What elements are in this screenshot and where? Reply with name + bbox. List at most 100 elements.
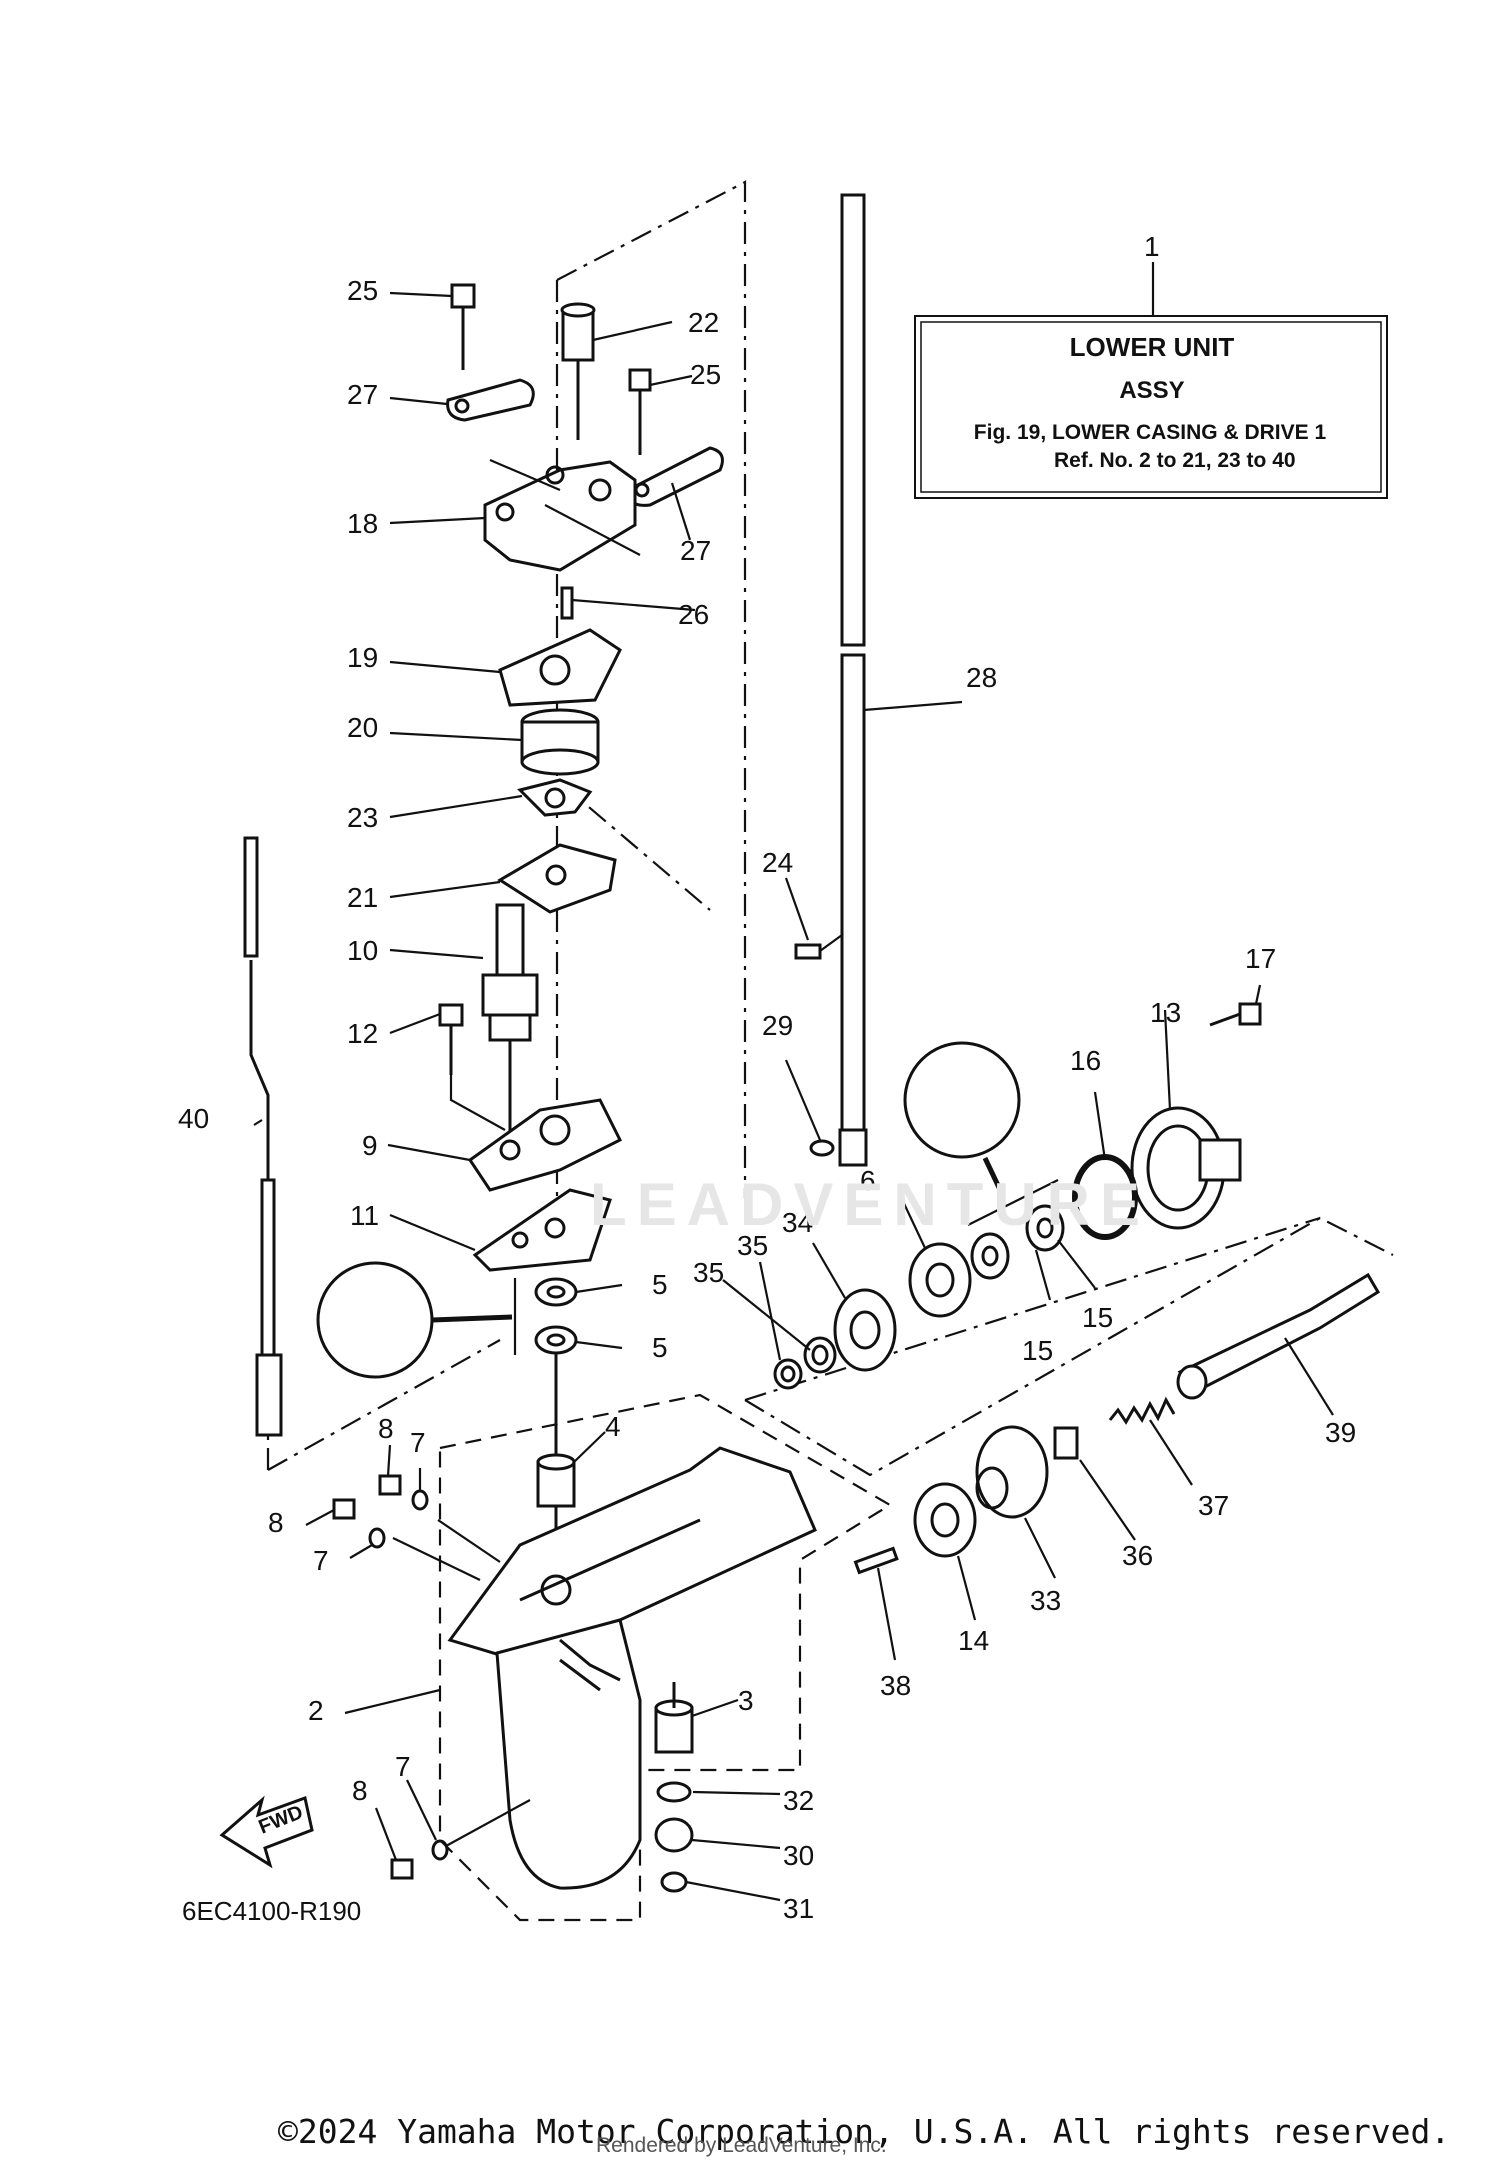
diagram-code: 6EC4100-R190 bbox=[182, 1896, 362, 1926]
part-gasket-19 bbox=[498, 628, 622, 707]
part-insert-cartridge-20 bbox=[520, 708, 600, 776]
part-shim-35a bbox=[803, 1336, 837, 1374]
callout-35-right: 35 bbox=[737, 1230, 768, 1261]
part-plug-8-mid bbox=[332, 1498, 356, 1520]
part-pin-24 bbox=[794, 934, 843, 960]
part-bushing-5b bbox=[534, 1325, 578, 1460]
part-propeller-shaft-39 bbox=[1176, 1272, 1381, 1400]
callout-13: 13 bbox=[1150, 997, 1181, 1028]
callout-18: 18 bbox=[347, 508, 378, 539]
part-circlip-31 bbox=[660, 1871, 688, 1893]
callout-7-mid: 7 bbox=[313, 1545, 329, 1576]
callout-17: 17 bbox=[1245, 943, 1276, 974]
part-gasket-11 bbox=[472, 1188, 612, 1272]
part-woodruff-29 bbox=[809, 1139, 835, 1157]
callout-15-left: 15 bbox=[1022, 1335, 1053, 1366]
callout-39: 39 bbox=[1325, 1417, 1356, 1448]
part-bushing-15a bbox=[1025, 1204, 1065, 1252]
callout-30: 30 bbox=[783, 1840, 814, 1871]
part-bushing-5a bbox=[534, 1277, 578, 1307]
part-bolt-25-left bbox=[450, 283, 476, 370]
part-gasket-7-lower bbox=[431, 1839, 449, 1861]
callout-3: 3 bbox=[738, 1685, 754, 1716]
callout-5-lower: 5 bbox=[652, 1332, 668, 1363]
part-pump-case-18 bbox=[483, 458, 641, 572]
callout-8-upper: 8 bbox=[378, 1413, 394, 1444]
callout-25-left: 25 bbox=[347, 275, 378, 306]
callout-24: 24 bbox=[762, 847, 793, 878]
part-plug-8-upper bbox=[378, 1474, 402, 1496]
watermark-text: LEADVENTURE bbox=[590, 1171, 1151, 1238]
part-bushing-detail-callout bbox=[316, 1261, 517, 1379]
assembly-reference-box: 1 LOWER UNIT ASSY Fig. 19, LOWER CASING … bbox=[914, 231, 1388, 499]
callout-11: 11 bbox=[350, 1200, 379, 1231]
callout-14: 14 bbox=[958, 1625, 989, 1656]
part-pinion-gear-34 bbox=[833, 1288, 897, 1372]
part-bearing-6 bbox=[908, 1242, 972, 1318]
part-gasket-7-mid bbox=[368, 1527, 386, 1549]
assembly-ref-range: Ref. No. 2 to 21, 23 to 40 bbox=[1054, 449, 1296, 472]
part-pin-26 bbox=[560, 586, 574, 620]
callout-12: 12 bbox=[347, 1018, 378, 1049]
part-collar-22 bbox=[560, 302, 596, 440]
part-bolt-12 bbox=[438, 1003, 506, 1131]
callout-38: 38 bbox=[880, 1670, 911, 1701]
callout-28: 28 bbox=[966, 662, 997, 693]
part-impeller-23 bbox=[517, 778, 593, 817]
part-pin-38 bbox=[853, 1546, 899, 1575]
part-bearing-housing-13 bbox=[1130, 1106, 1242, 1230]
callout-2: 2 bbox=[308, 1695, 324, 1726]
callout-27-right: 27 bbox=[680, 535, 711, 566]
callout-26: 26 bbox=[678, 599, 709, 630]
callout-20: 20 bbox=[347, 712, 378, 743]
assembly-subtitle: ASSY bbox=[1119, 377, 1184, 404]
callout-35-left: 35 bbox=[693, 1257, 724, 1288]
callout-32: 32 bbox=[783, 1785, 814, 1816]
callout-7-lower: 7 bbox=[395, 1751, 411, 1782]
callout-25-right: 25 bbox=[690, 359, 721, 390]
part-housing-9 bbox=[467, 1098, 623, 1192]
callout-15-right: 15 bbox=[1082, 1302, 1113, 1333]
part-lower-casing-2 bbox=[447, 1446, 817, 1890]
part-drive-shaft-28 bbox=[838, 193, 868, 1167]
part-shift-rod-40 bbox=[243, 836, 283, 1437]
part-water-tube-10 bbox=[481, 903, 539, 1145]
assembly-title: LOWER UNIT bbox=[1070, 332, 1235, 362]
callout-31: 31 bbox=[783, 1893, 814, 1924]
rendered-by-notice: Rendered by LeadVenture, Inc. bbox=[596, 2134, 887, 2157]
callout-10: 10 bbox=[347, 935, 378, 966]
part-shim-35b bbox=[773, 1358, 803, 1390]
assembly-figure-ref: Fig. 19, LOWER CASING & DRIVE 1 bbox=[974, 421, 1327, 444]
part-bearing-detail-callout bbox=[903, 1041, 1059, 1226]
copyright-notice: ©2024 Yamaha Motor Corporation, U.S.A. A… bbox=[278, 2112, 1451, 2151]
part-washer-32 bbox=[656, 1781, 692, 1803]
part-spring-37 bbox=[1108, 1396, 1176, 1425]
part-bearing-14 bbox=[913, 1482, 977, 1558]
part-outer-plate-21 bbox=[497, 843, 617, 914]
part-clutch-36 bbox=[1053, 1426, 1079, 1460]
part-bolt-17 bbox=[1209, 1002, 1262, 1027]
callout-8-mid: 8 bbox=[268, 1507, 284, 1538]
callout-21: 21 bbox=[347, 882, 378, 913]
fwd-direction-arrow: FWD bbox=[219, 1795, 314, 1869]
callout-19: 19 bbox=[347, 642, 378, 673]
part-bushing-3 bbox=[654, 1682, 694, 1754]
part-plate-27-left bbox=[446, 378, 535, 422]
callout-23: 23 bbox=[347, 802, 378, 833]
callout-6: 6 bbox=[860, 1165, 876, 1196]
callout-33: 33 bbox=[1030, 1585, 1061, 1616]
leader-lines bbox=[253, 291, 1334, 1902]
callout-7-upper: 7 bbox=[410, 1427, 426, 1458]
callout-34: 34 bbox=[782, 1207, 813, 1238]
callout-36: 36 bbox=[1122, 1540, 1153, 1571]
callout-16: 16 bbox=[1070, 1045, 1101, 1076]
callout-9: 9 bbox=[362, 1130, 378, 1161]
callout-5-upper: 5 bbox=[652, 1269, 668, 1300]
callout-4: 4 bbox=[605, 1411, 621, 1442]
callout-40: 40 bbox=[178, 1103, 209, 1134]
callout-8-lower: 8 bbox=[352, 1775, 368, 1806]
part-bushing-4 bbox=[536, 1453, 576, 1590]
part-bushing-15b bbox=[970, 1232, 1010, 1280]
part-reverse-gear-30 bbox=[654, 1817, 694, 1853]
callout-37: 37 bbox=[1198, 1490, 1229, 1521]
